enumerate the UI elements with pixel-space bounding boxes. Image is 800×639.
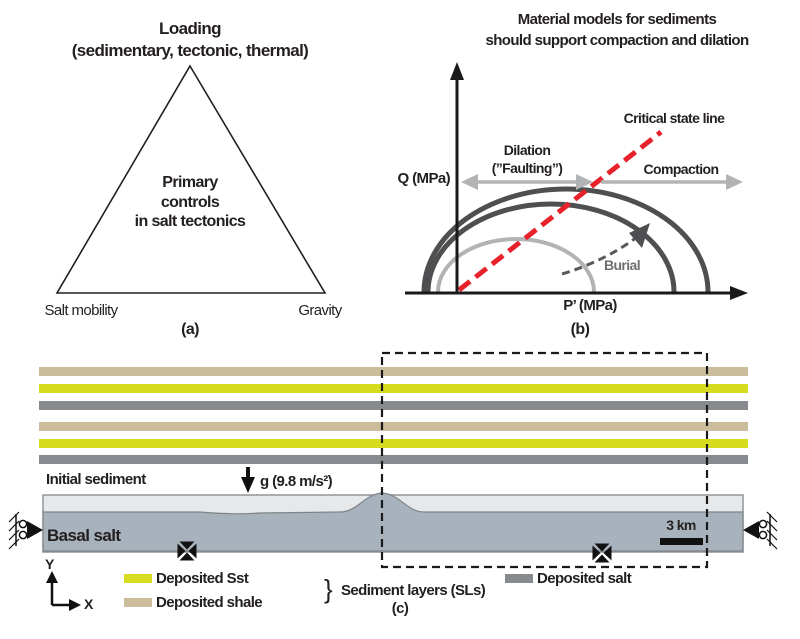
panel-a-center-line2: controls	[160, 194, 220, 211]
yield-surface-large	[421, 186, 711, 293]
roller-boundary-right-icon	[743, 511, 778, 550]
plot-axes	[405, 62, 748, 300]
panel-a-center-line1: Primary	[162, 174, 218, 191]
critical-state-line-label: Critical state line	[623, 110, 725, 126]
panel-a-label: (a)	[181, 321, 199, 338]
burial-label: Burial	[603, 257, 641, 273]
sediment-layer-stripe-shale	[39, 367, 748, 376]
legend-sst-label: Deposited Sst	[156, 570, 249, 587]
panel-b-label: (b)	[570, 321, 590, 338]
panel-a-center-line3: in salt tectonics	[134, 213, 246, 230]
yield-surface-medium	[425, 201, 677, 293]
x-axis-label: P’ (MPa)	[563, 297, 617, 314]
gravity-corner-label: Gravity	[298, 302, 342, 319]
ternary-triangle	[55, 64, 327, 294]
sediment-layer-stripe-shale	[39, 422, 748, 431]
basal-salt-label: Basal salt	[47, 526, 121, 545]
salt-mobility-label: Salt mobility	[44, 302, 118, 319]
panel-a-title-line1: Loading	[159, 19, 222, 38]
model-cross-section	[8, 351, 778, 611]
panel-b-title-line2: should support compaction and dilation	[485, 32, 749, 49]
gravity-value-label: g (9.8 m/s²)	[260, 473, 333, 490]
burial-arrow	[561, 223, 650, 276]
roller-boundary-left-icon	[8, 511, 43, 550]
scale-bar-label: 3 km	[666, 517, 696, 533]
sediment-layer-stripe-sst	[39, 439, 748, 448]
panel-c-label: (c)	[391, 600, 409, 617]
legend-brace: }	[324, 574, 333, 604]
legend-sediment-layers-label: Sediment layers (SLs)	[341, 582, 486, 599]
compaction-label: Compaction	[643, 161, 719, 177]
initial-sediment-label: Initial sediment	[46, 471, 146, 488]
yield-surface-small	[436, 237, 596, 293]
legend-swatch-sst	[124, 574, 152, 583]
panel-b-title-line1: Material models for sediments	[517, 11, 717, 28]
axis-x-label: X	[84, 596, 93, 612]
scale-bar	[660, 538, 703, 545]
yield-surface-plot	[405, 62, 748, 300]
y-axis-label: Q (MPa)	[397, 170, 451, 187]
panel-a-title-line2: (sedimentary, tectonic, thermal)	[71, 41, 309, 60]
critical-state-line	[457, 130, 663, 292]
dilation-label-line2: (”Faulting”)	[491, 160, 563, 176]
legend-shale-label: Deposited shale	[156, 594, 263, 611]
sediment-layer-stripe-salt-layer	[39, 401, 748, 410]
sediment-layer-stripe-sst	[39, 384, 748, 393]
dilation-label-line1: Dilation	[503, 142, 551, 158]
coordinate-axes-icon	[46, 571, 81, 611]
basal-salt-body	[42, 492, 744, 552]
sediment-layer-stripe-salt-layer	[39, 455, 748, 464]
compaction-range-arrow	[601, 174, 743, 190]
dilation-range-arrow	[461, 174, 593, 190]
region-of-interest-box	[380, 351, 709, 569]
axis-y-label: Y	[45, 556, 54, 572]
legend-salt-label: Deposited salt	[537, 570, 632, 587]
legend-swatch-salt	[505, 574, 533, 583]
gravity-arrow-icon	[241, 467, 255, 493]
legend-swatch-shale	[124, 598, 152, 607]
